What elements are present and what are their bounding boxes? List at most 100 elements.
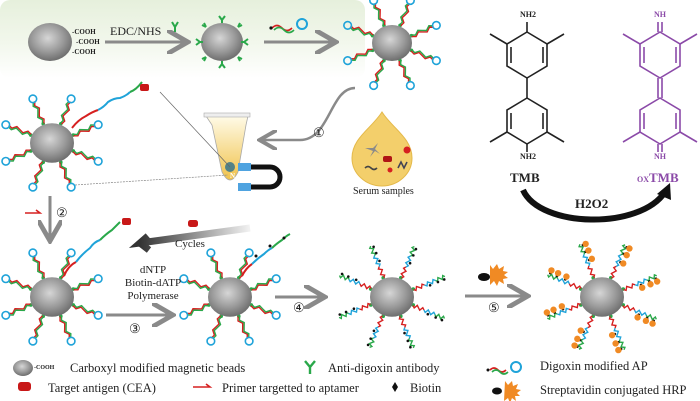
legend-antigen-label: Target antigen (CEA) (48, 381, 156, 395)
dna-strand (398, 2, 409, 26)
dna-strand (372, 255, 381, 267)
aptamer-loop (28, 336, 38, 346)
antibody-icon (171, 21, 179, 32)
dna-strand (557, 277, 570, 285)
aptamer-loop (66, 182, 76, 192)
extended-bead (179, 248, 281, 346)
dna-strand (412, 304, 425, 312)
cooh-label-3: -COOH (72, 48, 96, 56)
dna-strand (350, 48, 373, 60)
hrp-mark (608, 331, 616, 339)
aptamer-loop (431, 20, 441, 30)
hrp-mark (620, 260, 627, 267)
aptamer-loop (206, 248, 216, 258)
hrp-mark (626, 245, 633, 252)
tmb-bottom-group-text: NH2 (520, 152, 536, 161)
dna-strand (210, 255, 222, 279)
cooh-label-1: -COOH (72, 28, 96, 36)
hrp-mark (623, 251, 630, 259)
dna-strand (586, 315, 594, 329)
aptamer-loop (244, 248, 254, 258)
zoom-line-top (159, 91, 231, 168)
step2-label: ② (56, 205, 68, 220)
dna-strand (32, 101, 44, 125)
dna-strand (582, 254, 591, 267)
biotin-mark (428, 284, 432, 287)
dna-strand (8, 278, 32, 289)
dna-strand (374, 2, 386, 26)
oxtmb-structure (622, 22, 698, 152)
hrp-mark (638, 284, 646, 291)
dna-strand (7, 280, 31, 291)
dna-strand (73, 303, 97, 314)
aptamer-loop (179, 310, 189, 320)
dna-strand (622, 304, 636, 312)
carboxyl-bead (28, 23, 72, 61)
dna-strand (375, 60, 386, 84)
dna-strand (623, 283, 636, 292)
dna-strand (568, 282, 582, 290)
biotin-mark (347, 275, 350, 278)
magnetic-bead (370, 277, 414, 317)
aptamer-loop (66, 248, 76, 258)
step1-arrow (262, 86, 356, 140)
dna-strand (8, 150, 32, 162)
dna-strand (72, 278, 96, 290)
aptamer-loop (405, 0, 415, 6)
biotin-mark (354, 278, 358, 282)
dna-strand (251, 303, 275, 314)
legend-bead-label: Carboxyl modified magnetic beads (70, 361, 246, 375)
dna-strand (376, 315, 384, 328)
step5-label: ⑤ (488, 300, 500, 315)
biotin-mark (344, 310, 348, 314)
biotin-mark (426, 312, 430, 316)
dna-strand (34, 162, 45, 186)
oxtmb-name: TMB (649, 170, 679, 185)
captured-bead (1, 94, 103, 192)
aptamer-loop (271, 274, 281, 284)
aptamer-loop (343, 20, 353, 30)
dna-strand (556, 307, 570, 316)
dna-strand (411, 49, 435, 60)
primer-bound-bead (1, 248, 103, 346)
tmb-label: TMB (510, 170, 540, 185)
step1-label: ① (313, 125, 325, 140)
biotin-mark (338, 313, 342, 316)
dna-strand (33, 101, 45, 124)
dna-strand (186, 304, 210, 316)
dna-strand (72, 124, 96, 136)
oxidation-arrow (520, 188, 668, 223)
hrp-mark (612, 340, 619, 347)
dna-strand (610, 265, 618, 279)
biotin-mark (378, 259, 381, 263)
hrp-mark (554, 269, 562, 277)
antigen-icon (188, 220, 198, 227)
magnet-north-label: N (230, 172, 236, 180)
magnetic-bead (580, 277, 624, 317)
legend-digoxin-ap-label: Digoxin modified AP (540, 359, 648, 373)
aptamer-loop (28, 182, 38, 192)
magnetic-bead (30, 123, 74, 163)
dna-strand (411, 24, 434, 36)
dna-strand (32, 255, 44, 279)
biotin-mark (374, 251, 378, 255)
hrp-mark (558, 303, 566, 310)
dna-strand (359, 282, 372, 290)
dna-strand (250, 278, 274, 290)
biotin-mark (412, 254, 415, 257)
aptamer-loop (369, 80, 379, 91)
step4-label: ④ (293, 300, 305, 315)
dna-strand (73, 125, 96, 137)
aptamer-loop (244, 336, 254, 346)
dna-strand (413, 283, 425, 292)
captured-complex (71, 81, 149, 129)
hrp-mark (571, 342, 578, 349)
aptamer-loop (271, 310, 281, 320)
dna-strand (634, 278, 648, 287)
dna-strand (211, 255, 223, 278)
aptamer-loop (206, 336, 216, 346)
dna-strand (186, 278, 210, 289)
hrp-mark (642, 317, 650, 325)
hrp-mark (634, 314, 641, 321)
